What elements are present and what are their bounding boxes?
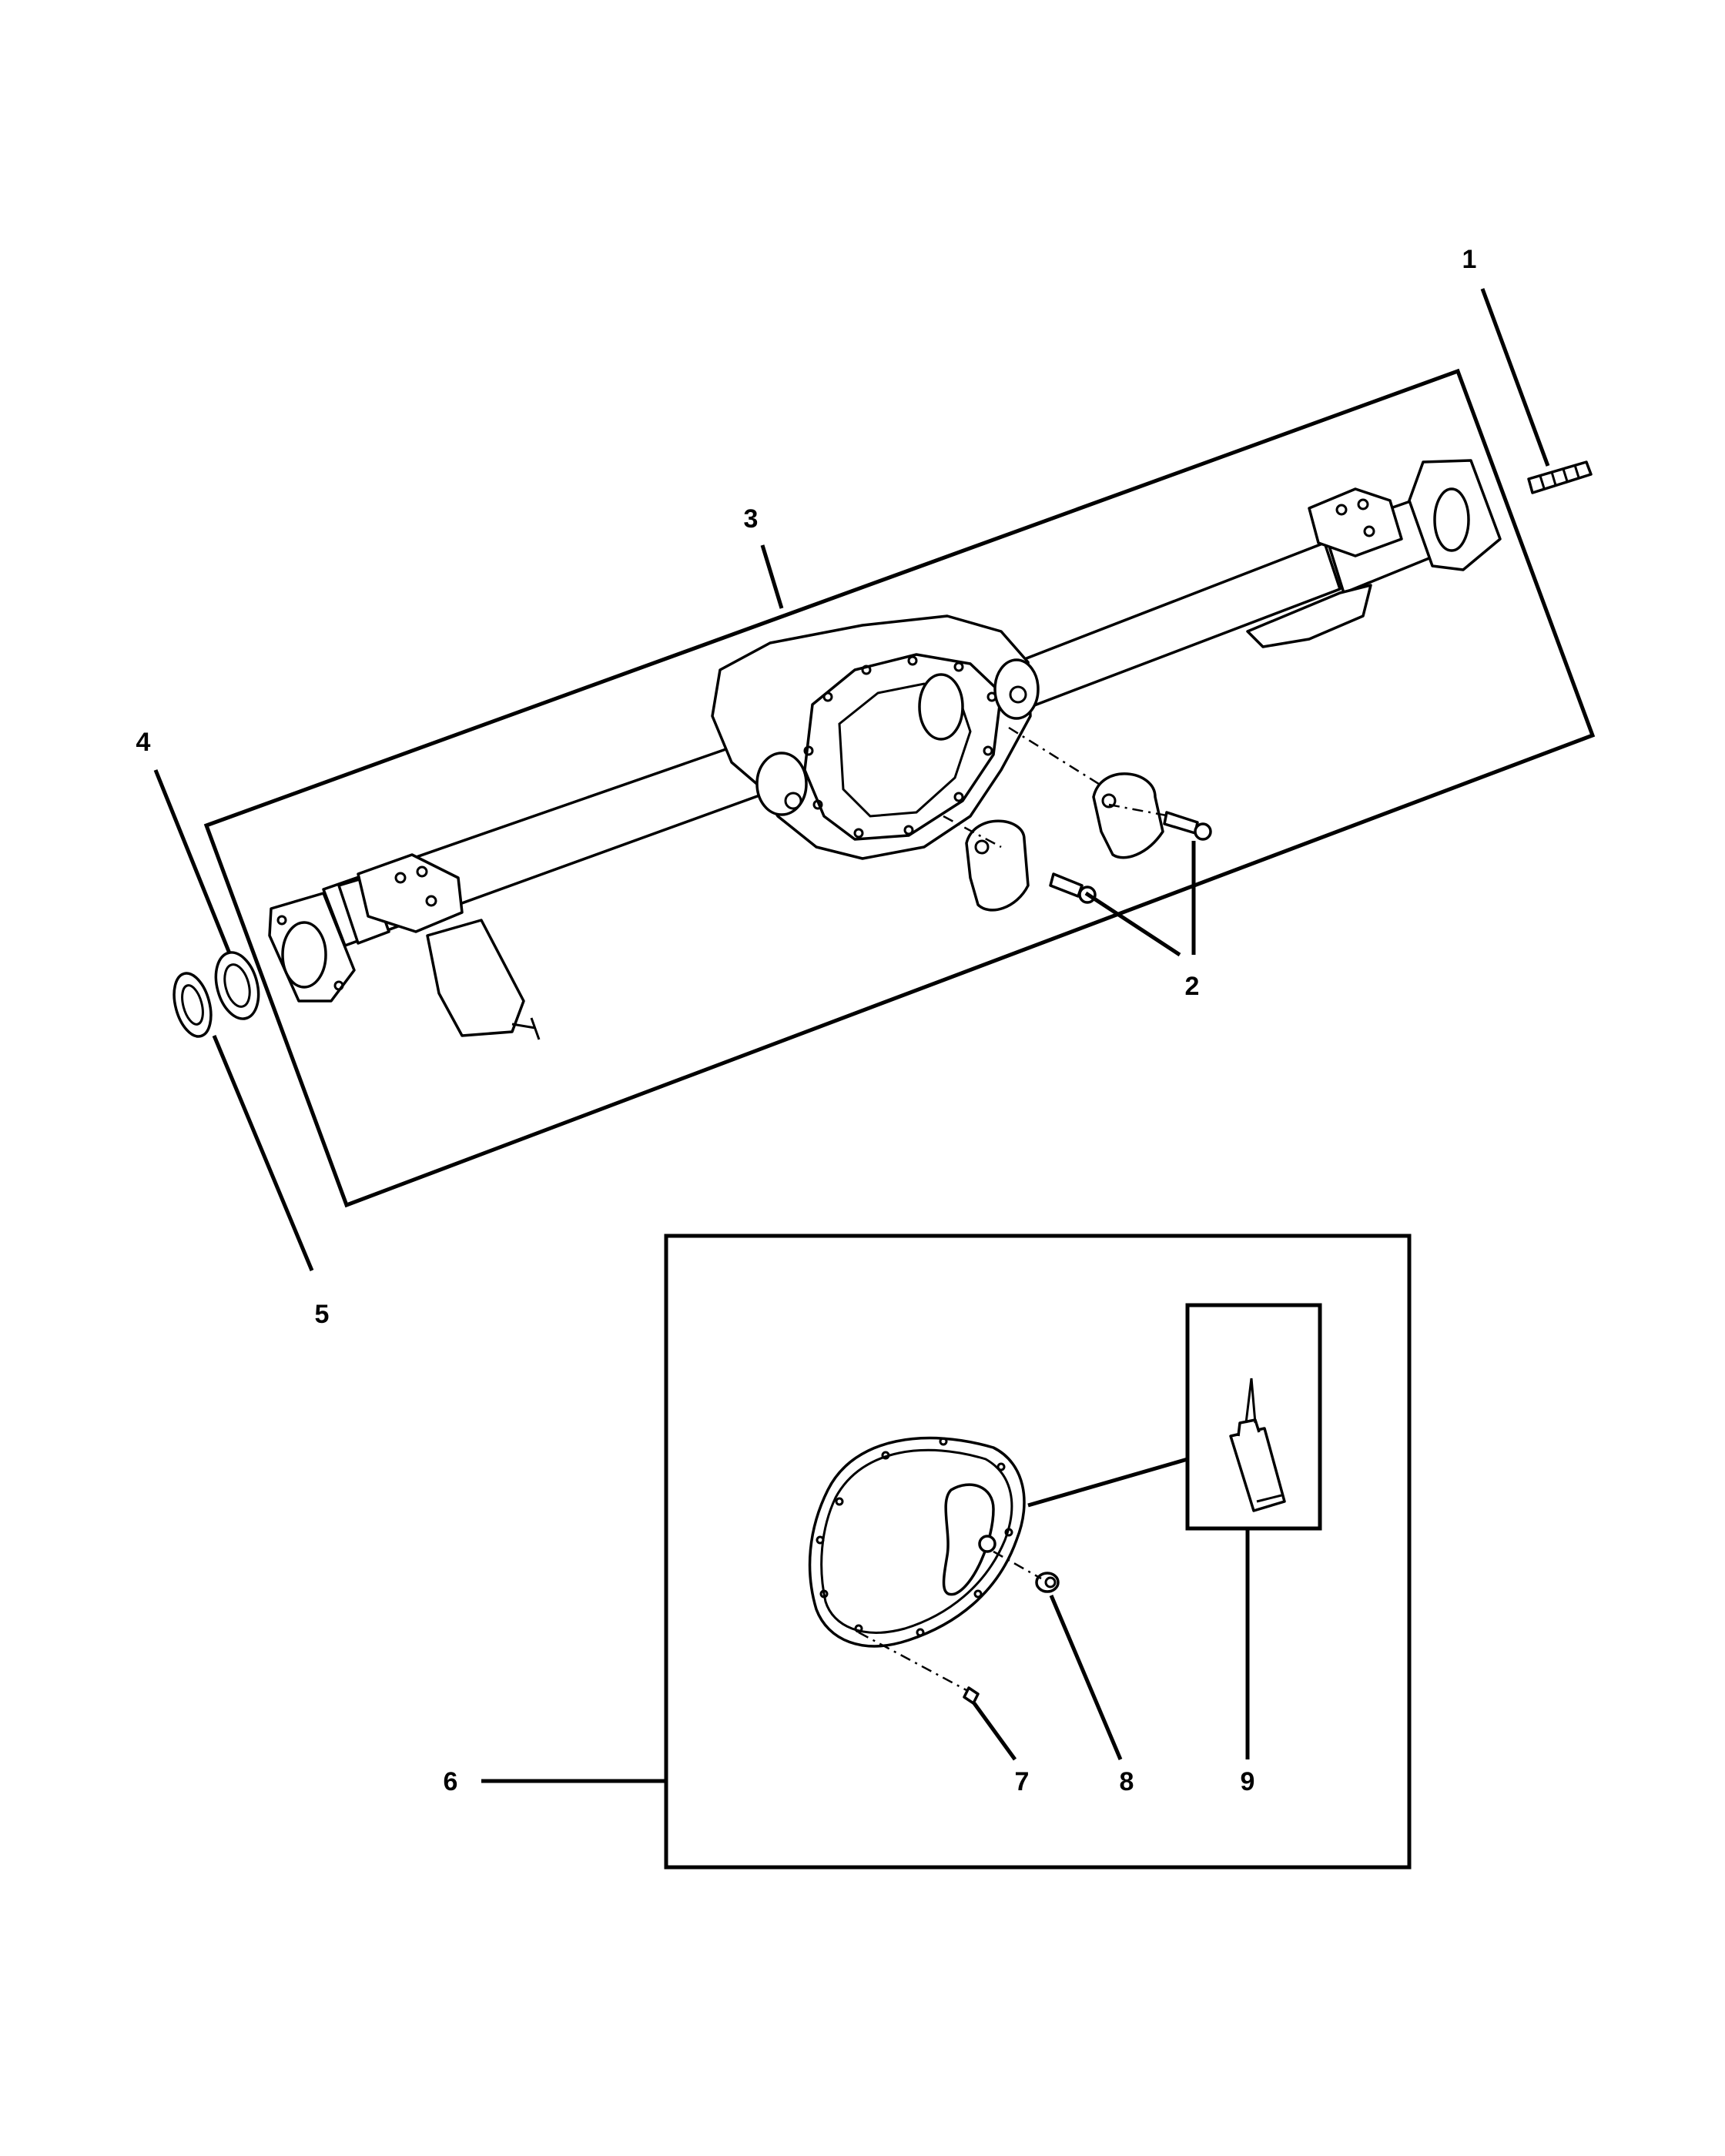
callout-7: 7 [1015, 1767, 1030, 1796]
leader-7 [972, 1702, 1017, 1761]
bearing-caps [965, 772, 1164, 912]
callout-2: 2 [1185, 972, 1200, 1001]
callout-3: 3 [744, 504, 759, 534]
cap-bolts [1049, 811, 1212, 904]
axle-housing [268, 459, 1502, 1040]
callout-1: 1 [1462, 245, 1477, 274]
fill-plug [1035, 1572, 1060, 1593]
cover-kit-frame [664, 1234, 1412, 1870]
leader-5 [212, 1035, 314, 1271]
axle-assembly-frame [203, 368, 1596, 1208]
callout-9: 9 [1241, 1767, 1255, 1796]
callout-6: 6 [444, 1767, 458, 1796]
leader-1 [1480, 288, 1550, 467]
sealant-frame [1185, 1303, 1322, 1531]
leader-2 [1084, 841, 1196, 957]
axle-seals [172, 951, 260, 1038]
differential-cover [808, 1436, 1026, 1648]
wheel-stud [1527, 460, 1593, 494]
leader-3 [760, 544, 784, 609]
callout-4: 4 [136, 728, 151, 757]
callout-8: 8 [1120, 1767, 1134, 1796]
callout-5: 5 [315, 1300, 330, 1329]
leader-4 [153, 769, 232, 954]
leader-8 [1049, 1595, 1123, 1760]
sealant-tube-icon [1229, 1378, 1286, 1512]
cover-bolt [963, 1686, 980, 1705]
